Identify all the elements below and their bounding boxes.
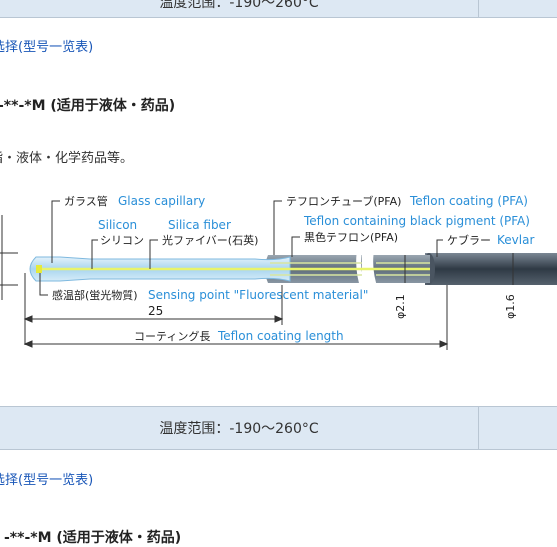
temperature-range-cell-2: 温度范围：-190～260°C <box>0 407 479 449</box>
silicon-label-jp: シリコン <box>100 234 144 247</box>
temperature-range-row-top: 温度范围：-190～260°C <box>0 0 557 18</box>
left-dimension-marks <box>0 215 18 300</box>
glass-capillary-label-en: Glass capillary <box>118 194 205 208</box>
temperature-range-side-cell <box>478 0 557 17</box>
black-teflon-label-jp: 黒色テフロン(PFA) <box>304 230 398 244</box>
glass-capillary-label-jp: ガラス管 <box>64 194 108 208</box>
black-pigment-label-en: Teflon containing black pigment (PFA) <box>303 214 530 228</box>
teflon-tube-label-en: Teflon coating (PFA) <box>409 194 528 208</box>
temperature-range-cell: 温度范围：-190～260°C <box>0 0 479 17</box>
coating-length-label-jp: コーティング長 <box>134 329 210 343</box>
sensing-point-label-jp: 感温部(蛍光物質) <box>52 288 138 302</box>
sensing-point-marker <box>36 265 42 273</box>
diameter-2-1: φ2.1 <box>394 294 407 319</box>
model-list-link[interactable]: 选择(型号一览表) <box>0 40 94 55</box>
silica-fiber-label-jp: 光ファイバー(石英) <box>162 233 258 247</box>
silica-fiber-label-en: Silica fiber <box>168 218 231 232</box>
section-heading-2: -**-*M (适用于液体・药品) <box>4 530 182 546</box>
coating-length-label-en: Teflon coating length <box>217 329 344 343</box>
dimension-25: 25 <box>148 304 163 318</box>
temperature-range-side-cell-2 <box>478 407 557 449</box>
kevlar-label-jp: ケブラー <box>447 233 491 247</box>
kevlar-label-en: Kevlar <box>497 233 534 247</box>
probe-structure-diagram: ガラス管 Glass capillary Silicon シリコン Silica… <box>0 194 557 350</box>
application-description: 脂・液体・化学药品等。 <box>0 151 134 166</box>
temperature-range-text-2: 温度范围：-190～260°C <box>159 421 319 437</box>
model-list-link-2[interactable]: 选择(型号一览表) <box>0 473 94 488</box>
silicon-label-en: Silicon <box>98 218 137 232</box>
section-heading: -**-*M (适用于液体・药品) <box>0 98 176 114</box>
kevlar-cable <box>425 253 557 285</box>
temperature-range-text: 温度范围：-190～260°C <box>159 0 319 11</box>
sensing-point-label-en: Sensing point "Fluorescent material" <box>148 288 368 302</box>
temperature-range-row-bottom: 温度范围：-190～260°C <box>0 406 557 450</box>
diameter-1-6: φ1.6 <box>504 294 517 319</box>
teflon-tube-label-jp: テフロンチューブ(PFA) <box>286 194 401 208</box>
